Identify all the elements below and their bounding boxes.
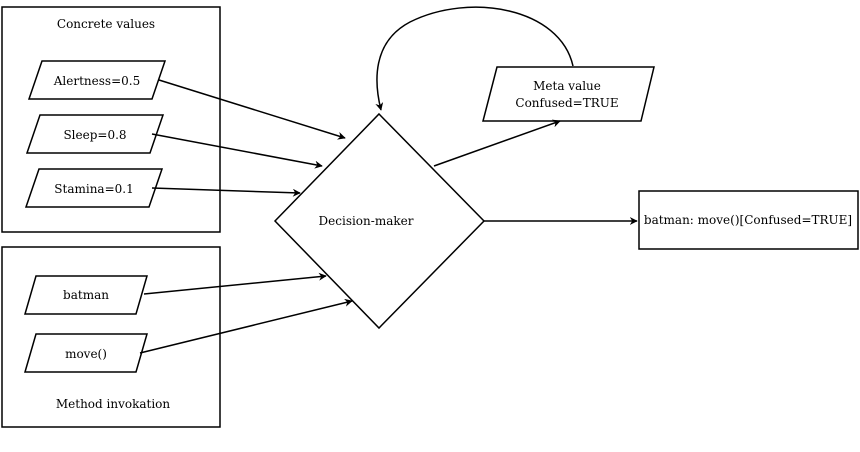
meta-value-title: Meta value [533, 79, 601, 93]
arrow-decision-to-meta [433, 119, 561, 167]
sleep-label: Sleep=0.8 [63, 128, 126, 142]
arrow-meta-feedback-loop [375, 6, 574, 111]
arrow-move-to-decision [139, 298, 353, 354]
concrete-values-title: Concrete values [57, 17, 155, 31]
batman-parallelogram [24, 275, 148, 315]
input-alertness: Alertness=0.5 [27, 60, 167, 100]
decision-maker-label: Decision-maker [319, 214, 414, 228]
move-label: move() [65, 347, 107, 361]
input-stamina: Stamina=0.1 [24, 168, 164, 208]
move-parallelogram [24, 333, 148, 373]
output-box [638, 190, 859, 250]
arrow-batman-to-decision [143, 272, 327, 295]
arrow-stamina-to-decision [151, 187, 301, 197]
decision-maker-diamond [273, 112, 486, 330]
arrow-alertness-to-decision [158, 79, 346, 140]
stamina-label: Stamina=0.1 [54, 182, 133, 196]
method-invokation-title: Method invokation [56, 397, 171, 411]
output-node: batman: move()[Confused=TRUE] [638, 190, 859, 250]
meta-value-confused: Confused=TRUE [515, 96, 618, 110]
alertness-label: Alertness=0.5 [53, 74, 140, 88]
meta-value-parallelogram [482, 66, 655, 122]
input-batman: batman [24, 275, 148, 315]
stamina-parallelogram [24, 168, 164, 208]
output-label: batman: move()[Confused=TRUE] [644, 213, 852, 227]
input-move: move() [24, 333, 148, 373]
arrow-sleep-to-decision [151, 133, 323, 169]
decision-maker-node: Decision-maker [273, 112, 486, 330]
alertness-parallelogram [27, 60, 167, 100]
sleep-parallelogram [25, 114, 165, 154]
meta-value-node: Meta value Confused=TRUE [482, 66, 655, 122]
batman-label: batman [63, 288, 109, 302]
input-sleep: Sleep=0.8 [25, 114, 165, 154]
